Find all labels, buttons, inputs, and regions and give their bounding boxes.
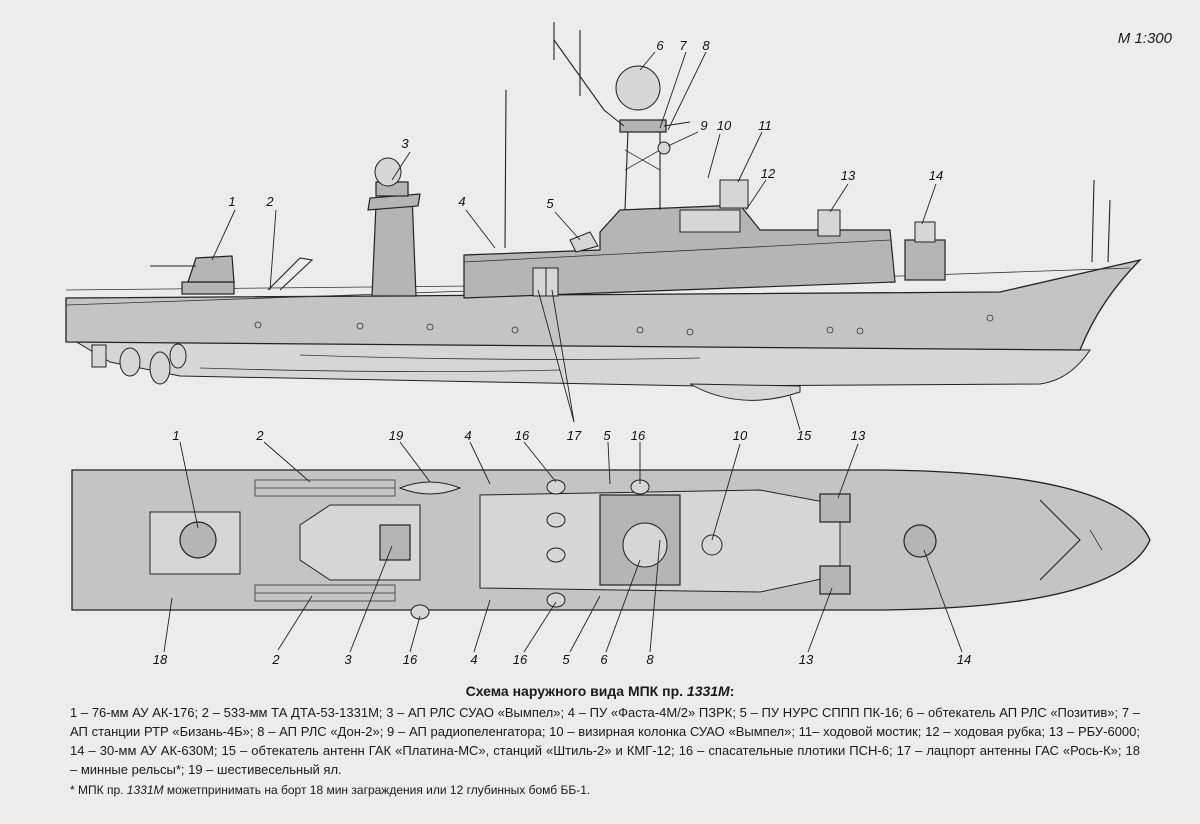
side-label-14: 15 (797, 428, 812, 443)
legend: 1 – 76-мм АУ АК-176; 2 – 533-мм ТА ДТА-5… (70, 705, 1140, 777)
plan-label-18: 13 (799, 652, 814, 667)
side-label-7: 8 (702, 38, 710, 53)
side-label-15: 17 (567, 428, 582, 443)
side-label-3: 4 (458, 194, 465, 209)
portholes (254, 314, 994, 336)
plan-label-14: 16 (513, 652, 528, 667)
plan-view (71, 469, 1151, 620)
plan-label-10: 2 (271, 652, 280, 667)
torpedo-tubes (254, 479, 396, 602)
plan-label-15: 5 (562, 652, 570, 667)
plan-label-11: 3 (344, 652, 352, 667)
propellers (91, 343, 187, 385)
footnote: * МПК пр. 1331М можетпринимать на борт 1… (70, 783, 591, 797)
plan-label-19: 14 (957, 652, 971, 667)
plan-label-8: 13 (851, 428, 866, 443)
hull-side (65, 258, 1143, 351)
fire-control-mast (367, 157, 421, 297)
plan-label-1: 2 (255, 428, 264, 443)
side-label-8: 9 (700, 118, 707, 133)
plan-label-13: 4 (470, 652, 477, 667)
side-leaders (211, 51, 937, 431)
plan-label-4: 16 (515, 428, 530, 443)
plan-label-2: 19 (389, 428, 403, 443)
plan-label-7: 10 (733, 428, 748, 443)
side-label-9: 10 (717, 118, 732, 133)
side-label-6: 7 (679, 38, 687, 53)
side-label-2: 3 (401, 136, 409, 151)
side-label-0: 1 (228, 194, 235, 209)
side-view (65, 22, 1143, 401)
plan-leaders (163, 441, 963, 653)
hull-underwater (68, 337, 1091, 387)
plan-label-6: 16 (631, 428, 646, 443)
plan-label-3: 4 (464, 428, 471, 443)
caption-title: Схема наружного вида МПК пр. 1331М: (465, 683, 735, 699)
plan-label-5: 5 (603, 428, 611, 443)
plan-label-0: 1 (172, 428, 179, 443)
side-label-13: 14 (929, 168, 943, 183)
sonar-dome (689, 383, 801, 401)
side-label-5: 6 (656, 38, 664, 53)
plan-label-9: 18 (153, 652, 168, 667)
gun-ak176 (150, 255, 235, 295)
ciws-ak630 (904, 221, 946, 281)
side-label-10: 11 (758, 118, 772, 133)
plan-label-16: 6 (600, 652, 608, 667)
side-label-12: 13 (841, 168, 856, 183)
scale-label: М 1:300 (1117, 30, 1172, 47)
superstructure (463, 179, 896, 299)
side-label-11: 12 (761, 166, 776, 181)
main-mast (553, 22, 691, 211)
side-label-4: 5 (546, 196, 554, 211)
plan-label-12: 16 (403, 652, 418, 667)
whaleboat (398, 481, 462, 495)
side-label-1: 2 (265, 194, 274, 209)
plan-label-17: 8 (646, 652, 654, 667)
